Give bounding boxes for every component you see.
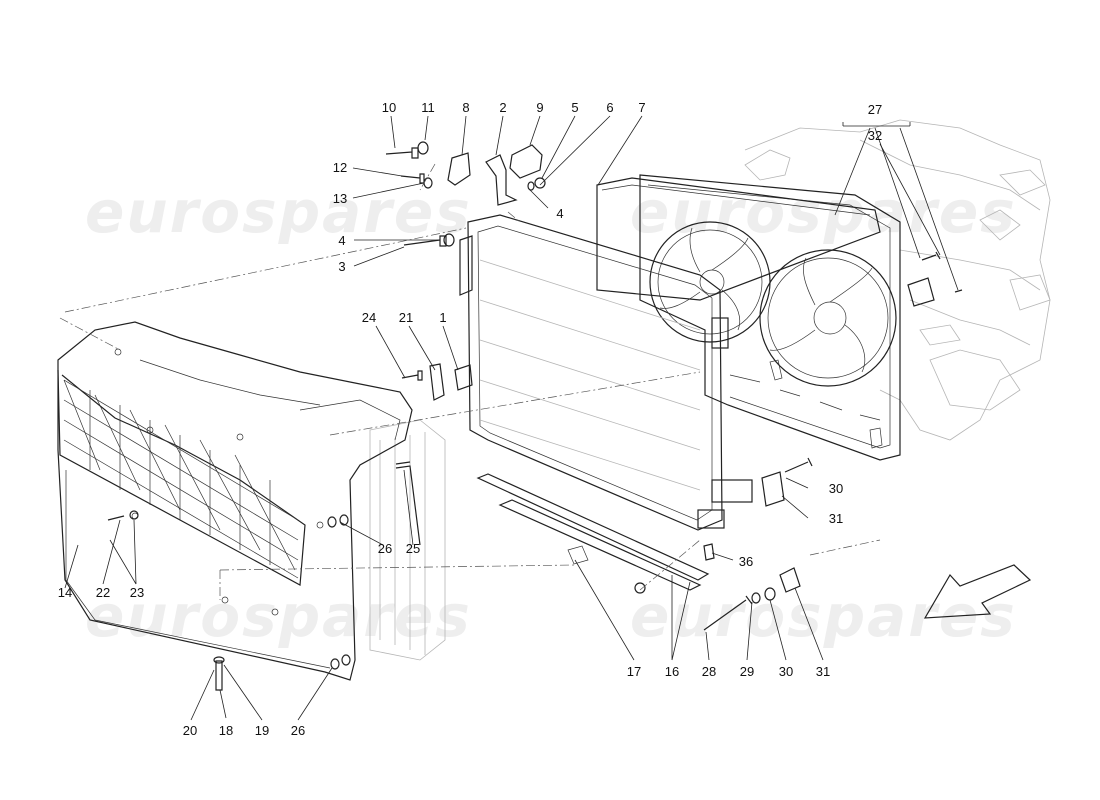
- callout-30-lower: 30: [779, 664, 793, 679]
- callout-11: 11: [421, 100, 435, 115]
- callout-16: 16: [665, 664, 679, 679]
- leader-lines: [64, 115, 959, 721]
- callout-8: 8: [462, 100, 469, 115]
- callout-27: 27: [868, 102, 882, 117]
- callout-24: 24: [362, 310, 376, 325]
- callout-26-upper: 26: [378, 541, 392, 556]
- radiator-drawing: [454, 214, 753, 531]
- watermark-layer: eurospares eurospares eurospares eurospa…: [85, 178, 1017, 650]
- callout-21: 21: [399, 310, 413, 325]
- callout-7: 7: [638, 100, 645, 115]
- watermark-bottom-left: eurospares: [85, 582, 472, 650]
- callout-25: 25: [406, 541, 420, 556]
- callout-labels: 10 11 8 2 9 5 6 7 27 32 12 13 4 4 3 24 2…: [58, 100, 882, 738]
- callout-1: 1: [439, 310, 446, 325]
- callout-2: 2: [499, 100, 506, 115]
- chassis-frame-drawing: [744, 119, 1051, 441]
- callout-20: 20: [183, 723, 197, 738]
- callout-19: 19: [255, 723, 269, 738]
- front-grille-drawing: [57, 321, 413, 681]
- callout-26-lower: 26: [291, 723, 305, 738]
- watermark-top-right: eurospares: [630, 178, 1017, 246]
- callout-14: 14: [58, 585, 72, 600]
- watermark-top-left: eurospares: [85, 178, 472, 246]
- callout-5: 5: [571, 100, 578, 115]
- callout-32: 32: [868, 128, 882, 143]
- callout-4-lower: 4: [338, 233, 345, 248]
- callout-4-upper: 4: [556, 206, 563, 221]
- callout-18: 18: [219, 723, 233, 738]
- callout-13: 13: [333, 191, 347, 206]
- callout-23: 23: [130, 585, 144, 600]
- callout-30-upper: 30: [829, 481, 843, 496]
- callout-28: 28: [702, 664, 716, 679]
- callout-12: 12: [333, 160, 347, 175]
- callout-31-lower: 31: [816, 664, 830, 679]
- gasket-drawing: [596, 177, 881, 301]
- lower-brackets-drawing: [476, 473, 710, 591]
- callout-3: 3: [338, 259, 345, 274]
- callout-9: 9: [536, 100, 543, 115]
- callout-10: 10: [382, 100, 396, 115]
- callout-6: 6: [606, 100, 613, 115]
- fan-shroud-drawing: [639, 174, 901, 461]
- front-direction-arrow: [923, 564, 1032, 619]
- alignment-lines-drawing: [59, 163, 881, 600]
- callout-29: 29: [740, 664, 754, 679]
- callout-17: 17: [627, 664, 641, 679]
- callout-36: 36: [739, 554, 753, 569]
- callout-22: 22: [96, 585, 110, 600]
- callout-31-upper: 31: [829, 511, 843, 526]
